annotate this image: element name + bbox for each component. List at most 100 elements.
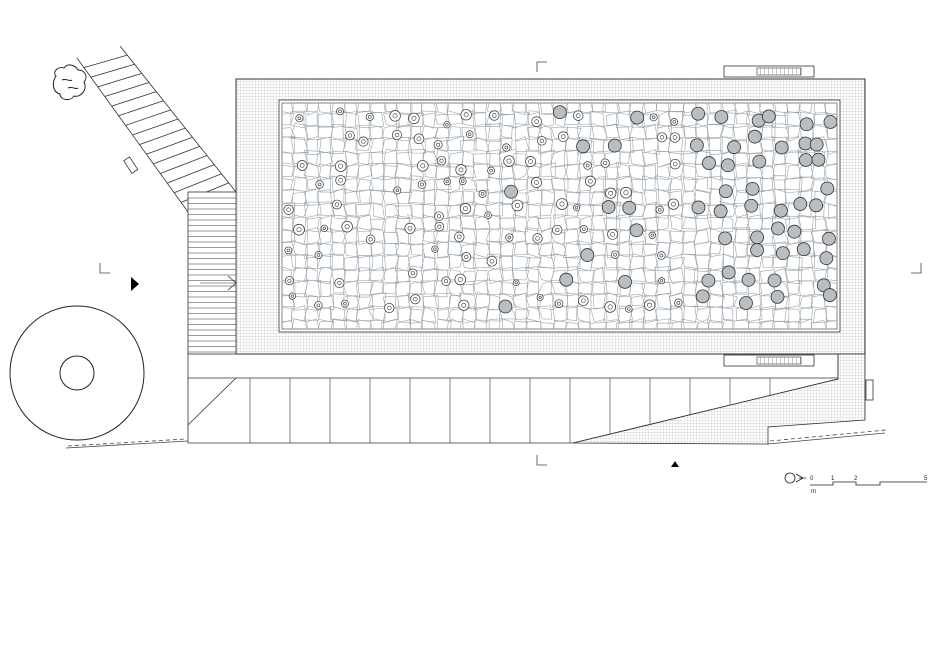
large-lamp xyxy=(744,198,759,213)
large-lamp xyxy=(718,184,733,199)
small-lamp xyxy=(531,177,542,188)
small-lamp xyxy=(417,160,429,172)
small-lamp xyxy=(389,110,401,122)
pool-building xyxy=(235,78,866,355)
small-lamp xyxy=(334,160,347,172)
small-lamp xyxy=(443,177,452,186)
large-lamp xyxy=(601,200,616,214)
large-lamp xyxy=(714,110,729,124)
large-lamp xyxy=(811,152,826,167)
hatched-wedge xyxy=(572,353,866,445)
small-lamp xyxy=(443,121,451,129)
large-lamp xyxy=(767,273,782,288)
small-lamp xyxy=(314,251,323,259)
small-lamp xyxy=(436,155,447,166)
small-lamp xyxy=(335,175,346,186)
small-lamp xyxy=(536,293,544,301)
large-lamp xyxy=(695,289,710,304)
entry-stair xyxy=(187,191,237,355)
small-lamp xyxy=(658,277,666,285)
round-fountain xyxy=(9,305,145,441)
small-lamp xyxy=(404,222,416,234)
small-lamp xyxy=(578,295,589,306)
small-lamp xyxy=(502,143,511,152)
large-lamp xyxy=(761,109,776,124)
small-lamp xyxy=(573,110,584,121)
side-post xyxy=(865,379,874,401)
large-lamp xyxy=(775,246,790,261)
small-lamp xyxy=(384,302,395,314)
small-lamp xyxy=(657,251,666,260)
small-lamp xyxy=(505,233,514,242)
small-lamp xyxy=(458,299,470,311)
large-lamp xyxy=(721,158,735,173)
large-lamp xyxy=(718,231,733,246)
small-lamp xyxy=(417,180,427,189)
small-lamp xyxy=(554,299,564,308)
small-lamp xyxy=(413,133,425,145)
small-lamp xyxy=(284,246,293,255)
small-lamp xyxy=(283,204,294,215)
small-lamp xyxy=(649,113,658,122)
small-lamp xyxy=(648,231,657,239)
small-lamp xyxy=(461,252,472,262)
large-lamp xyxy=(822,231,836,246)
bench-top xyxy=(723,65,815,78)
small-lamp xyxy=(433,140,443,150)
entrance-arrow-icon xyxy=(131,277,139,291)
lamp-field xyxy=(283,105,837,314)
small-lamp xyxy=(532,233,543,244)
boulder-icon xyxy=(52,64,87,101)
small-lamp xyxy=(503,155,515,167)
small-lamp xyxy=(478,189,487,198)
small-lamp xyxy=(465,130,474,139)
large-lamp xyxy=(576,139,590,154)
small-lamp xyxy=(584,175,596,187)
small-lamp xyxy=(314,301,323,310)
large-lamp xyxy=(691,200,706,215)
large-lamp xyxy=(741,272,756,287)
small-lamp xyxy=(531,116,542,127)
large-lamp xyxy=(504,184,519,199)
large-lamp xyxy=(689,138,704,153)
large-lamp xyxy=(691,106,706,121)
small-lamp xyxy=(487,166,495,175)
scale-unit: m xyxy=(811,489,816,495)
small-lamp xyxy=(657,132,667,143)
large-lamp xyxy=(823,115,837,129)
large-lamp xyxy=(739,296,753,310)
small-lamp xyxy=(460,109,472,121)
large-lamp xyxy=(822,288,837,302)
small-lamp xyxy=(391,129,402,140)
small-lamp xyxy=(431,245,439,253)
small-lamp xyxy=(525,156,536,167)
small-lamp xyxy=(489,110,500,121)
small-lamp xyxy=(288,292,296,300)
large-lamp xyxy=(770,289,785,304)
small-lamp xyxy=(365,112,374,121)
large-lamp xyxy=(820,181,835,196)
small-lamp xyxy=(393,186,402,195)
large-lamp xyxy=(727,140,741,155)
small-lamp xyxy=(643,299,656,311)
large-lamp xyxy=(796,242,811,257)
large-lamp xyxy=(747,129,762,144)
bench-bottom xyxy=(723,354,815,367)
small-lamp xyxy=(655,205,664,214)
small-lamp xyxy=(486,255,498,267)
small-lamp xyxy=(669,158,681,170)
large-lamp xyxy=(799,117,814,132)
scale-bar: 0 1 2 5 m xyxy=(784,472,928,495)
small-lamp xyxy=(334,277,345,289)
small-lamp xyxy=(484,211,492,219)
small-lamp xyxy=(537,136,547,146)
large-lamp xyxy=(750,243,764,257)
large-lamp xyxy=(629,223,644,238)
diagonal-stair xyxy=(76,45,237,213)
large-lamp xyxy=(622,200,637,215)
small-lamp xyxy=(667,198,680,210)
small-lamp xyxy=(434,221,445,232)
small-lamp xyxy=(410,294,421,305)
small-lamp xyxy=(341,220,353,233)
small-lamp xyxy=(573,204,581,212)
